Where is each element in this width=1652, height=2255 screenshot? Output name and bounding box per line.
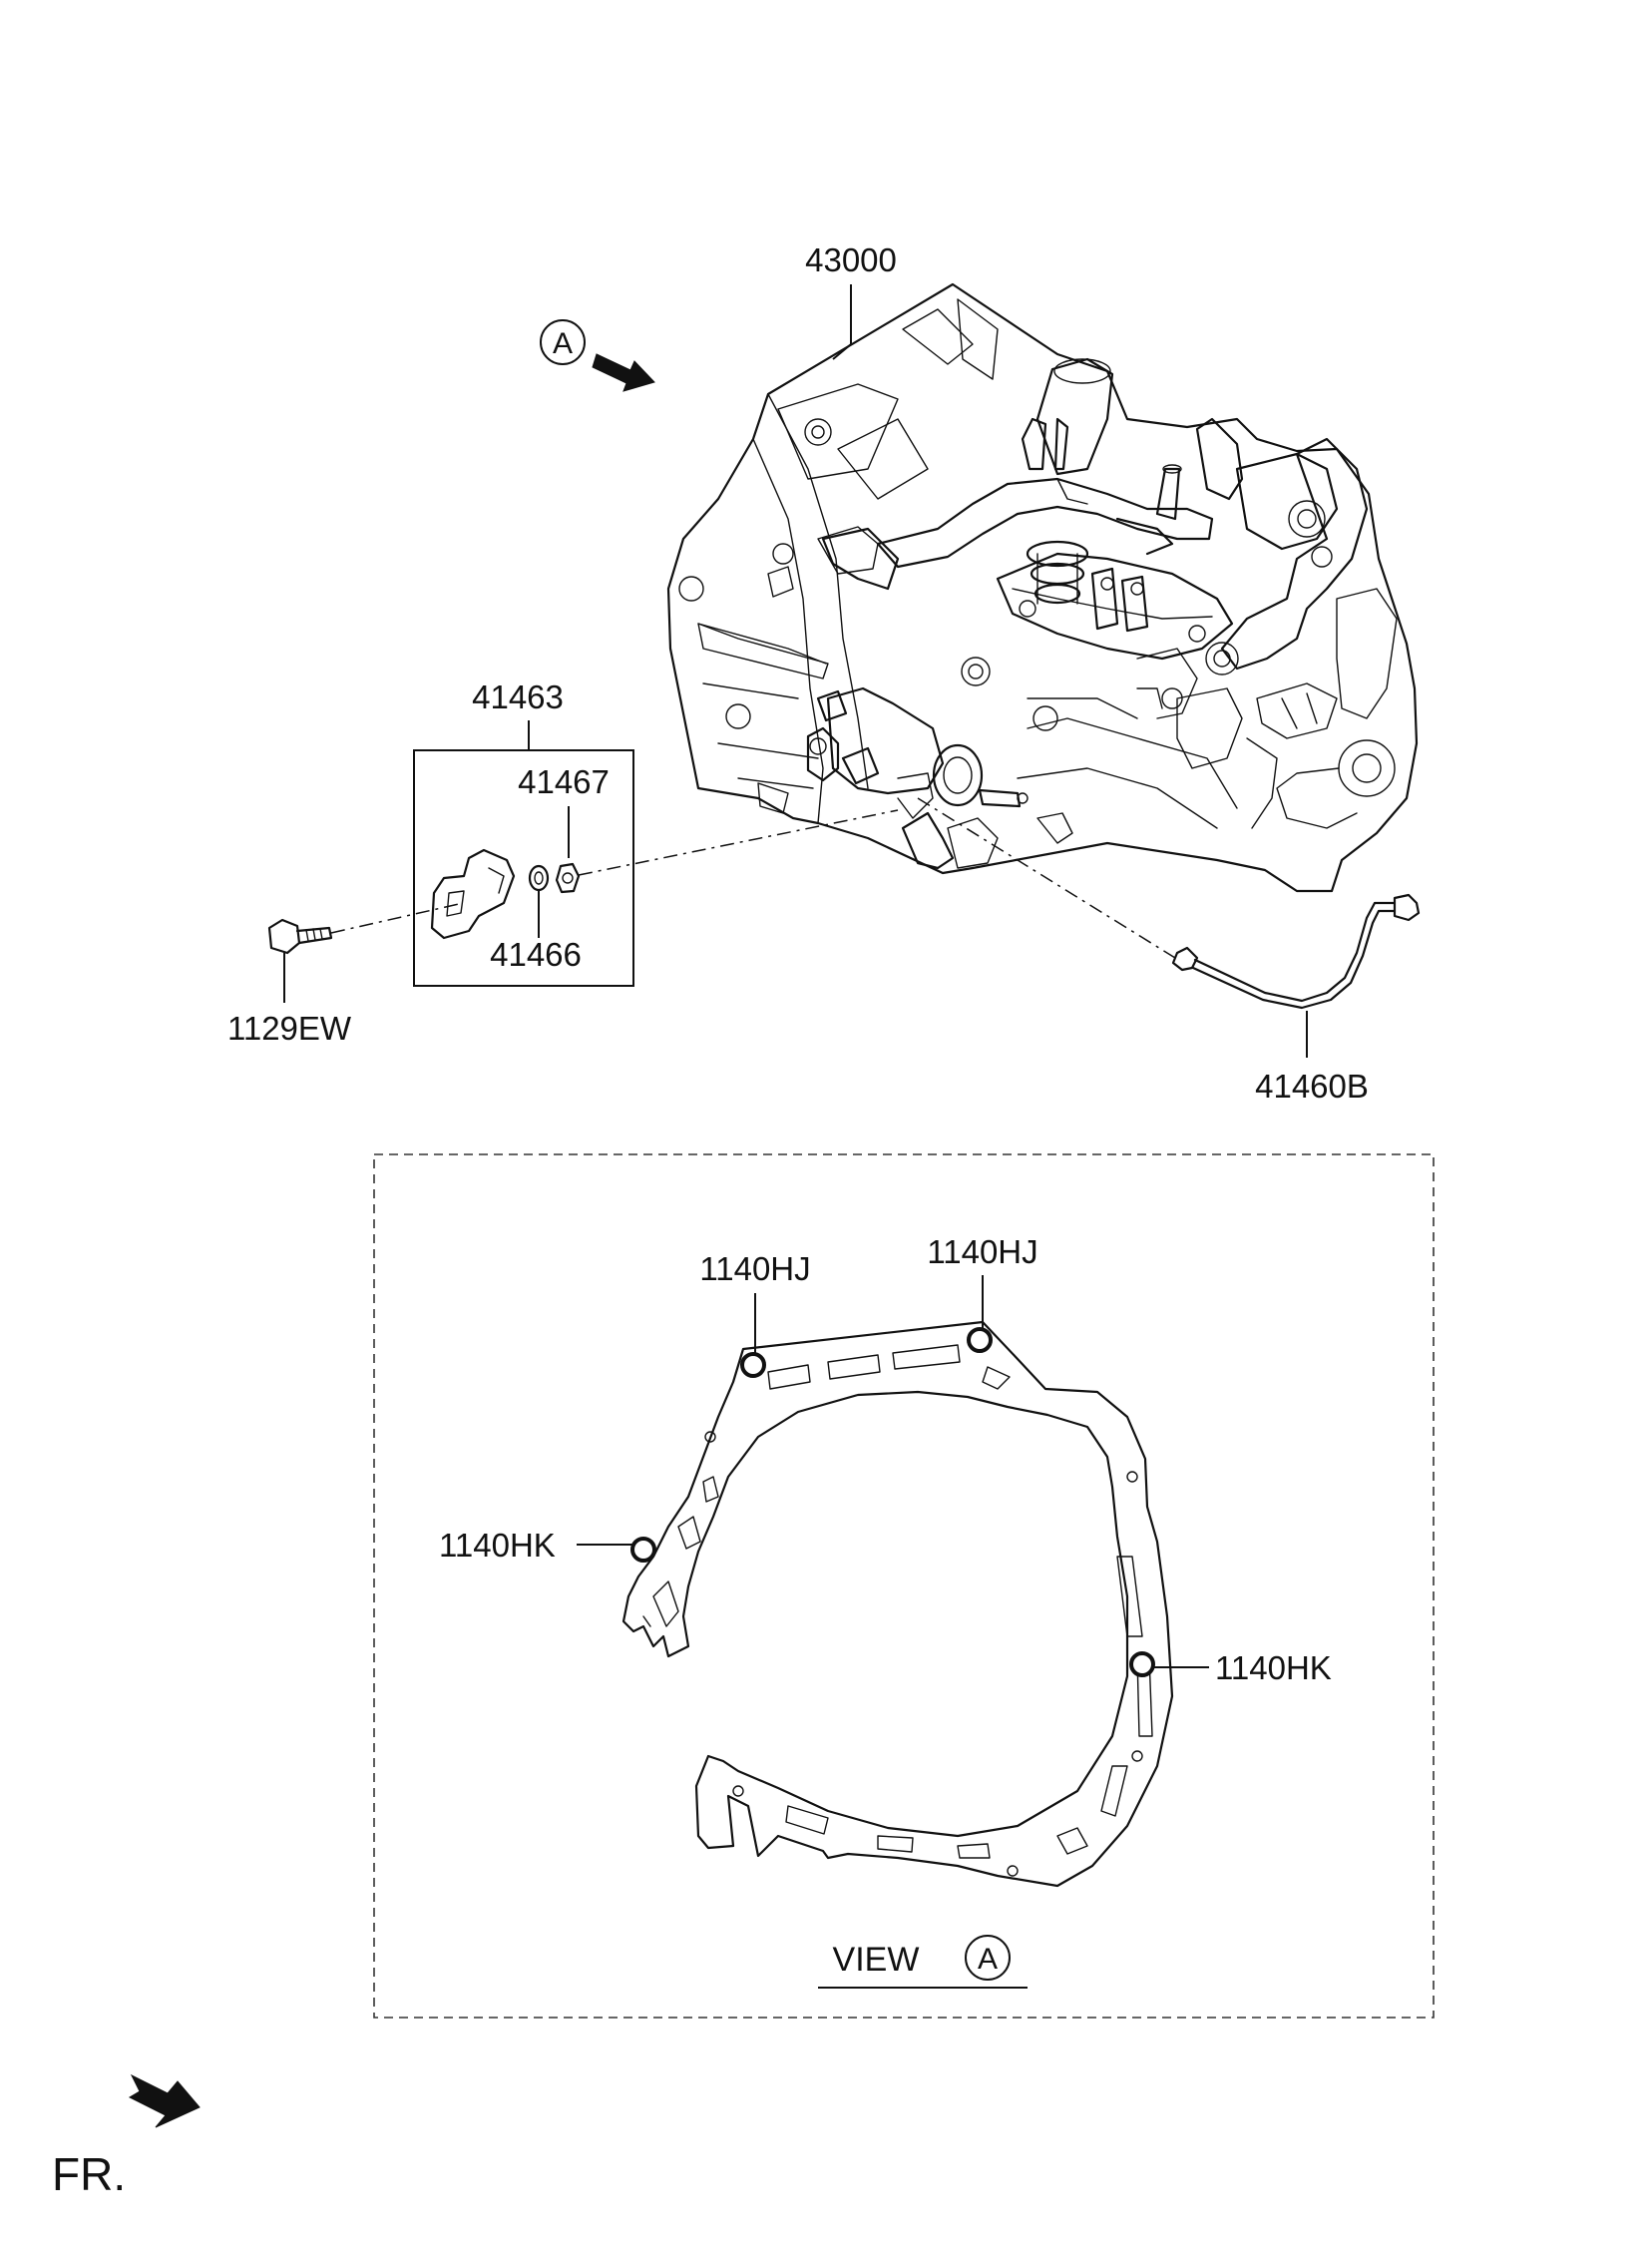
view-caption-letter: A	[978, 1943, 998, 1976]
cylinder-assy-group: 41463 41467 41466	[413, 678, 634, 987]
view-a-frame	[373, 1153, 1435, 2019]
view-marker-letter: A	[553, 327, 573, 360]
callout-1140hj-left: 1140HJ	[699, 1250, 810, 1287]
callout-41466: 41466	[490, 936, 582, 973]
dowel-pin-top-left	[740, 1352, 766, 1378]
group-frame-41463	[413, 749, 634, 987]
view-a-marker: A	[540, 319, 655, 392]
front-direction-marker: FR.	[52, 2073, 201, 2200]
callout-1140hj-right: 1140HJ	[927, 1233, 1037, 1270]
bellhousing-gasket-plate	[621, 1320, 1174, 1888]
cylinder-bracket	[430, 848, 516, 940]
assembly-line-tube	[917, 797, 1176, 959]
bolt-1129ew: 1129EW	[227, 918, 352, 1047]
callout-1129ew: 1129EW	[227, 1010, 352, 1047]
callout-1140hk-left: 1140HK	[439, 1527, 556, 1564]
front-label: FR.	[52, 2148, 126, 2200]
front-arrow-icon	[128, 2073, 201, 2128]
view-direction-arrow	[592, 353, 655, 392]
callout-43000: 43000	[805, 241, 897, 278]
callout-41467: 41467	[518, 763, 610, 800]
view-caption-label: VIEW	[833, 1941, 920, 1979]
assembly-line-cylinder	[578, 809, 899, 876]
callout-41463: 41463	[472, 678, 564, 715]
transaxle-assembly	[666, 282, 1419, 893]
bleeder-screw	[528, 864, 550, 892]
dowel-pin-top-right	[967, 1327, 993, 1353]
dowel-pin-left	[630, 1537, 656, 1563]
assembly-line-bolt	[330, 903, 460, 934]
callout-1140hk-right: 1140HK	[1215, 1649, 1332, 1686]
view-a-caption: VIEW A	[818, 1935, 1028, 1989]
bleeder-cap	[555, 862, 581, 894]
callout-41460b: 41460B	[1255, 1068, 1369, 1105]
leader-43000	[832, 284, 852, 360]
dowel-pin-right	[1129, 1651, 1155, 1677]
tube-41460b: 41460B	[1171, 893, 1421, 1105]
